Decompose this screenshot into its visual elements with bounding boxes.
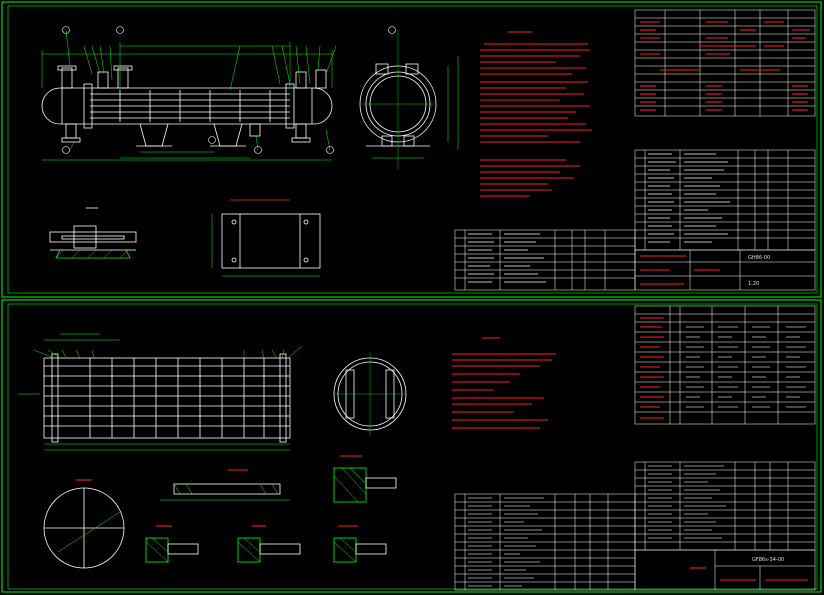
exchanger-elevation-dims [41,29,337,161]
tube-bundle-dims [18,333,303,451]
parts-list-bottom-left [454,493,636,591]
drawing-number-top: GH86-00 [748,255,770,261]
title-block-bottom [634,549,816,591]
tube-data-table [634,305,816,425]
exchanger-elevation-view [41,65,333,147]
weld-detail-c [333,525,387,563]
tubesheet-section [333,352,407,436]
tube-bundle-view [43,353,291,443]
detail-view-i [49,207,137,259]
weld-detail-a [145,525,199,563]
drawing-number-bottom: GF86s-34-00 [752,557,784,563]
balloon-markers [62,26,396,154]
title-block-bottom-red [690,567,808,581]
title-block-top [634,249,816,291]
technical-notes-bottom [452,337,556,429]
expansion-detail [333,455,397,503]
bottom-sheet-frame [1,299,822,593]
support-detail [211,199,321,277]
parts-list-top-text [468,153,730,283]
bottom-sheet-inner-frame [7,303,818,590]
scale-note-top: 1:20 [748,281,759,287]
parts-list-bottom-text [468,465,726,587]
weld-detail-b [237,525,301,563]
top-sheet-inner-frame [7,5,818,294]
baffle-plate-view [43,479,125,569]
top-sheet-frame [1,1,822,298]
technical-notes-top [480,31,592,197]
end-view-dims [372,56,459,159]
tie-rod-detail [160,469,290,501]
design-data-table [634,9,816,117]
title-block-top-red [640,255,720,285]
exchanger-end-view [359,30,437,170]
design-data-table-red-text [640,21,810,111]
parts-list-bottom-right [634,461,816,551]
tube-data-table-text [686,326,806,408]
tube-data-table-red [640,317,664,419]
